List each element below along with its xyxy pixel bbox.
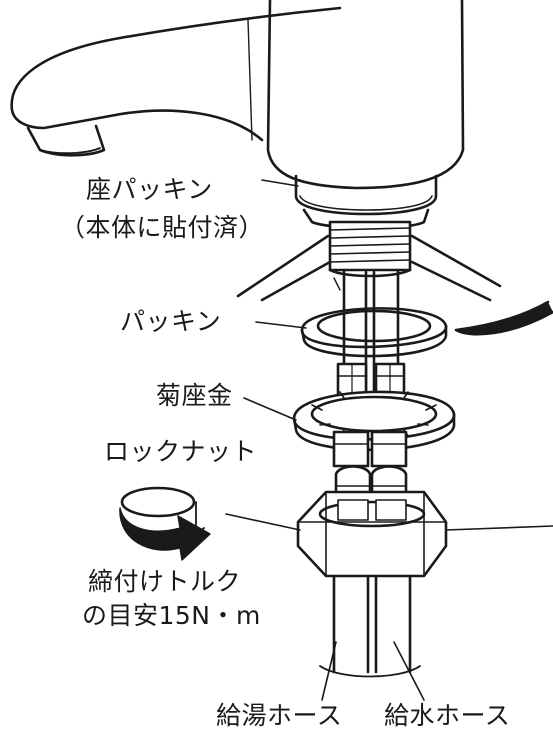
seat-packing-note-label: （本体に貼付済） (60, 213, 265, 242)
torque-label: 締付けトルク (88, 567, 242, 596)
torque-value-label: の目安15N・m (82, 601, 261, 630)
hot-water-hose-label: 給湯ホース (216, 701, 343, 730)
hoses (319, 574, 421, 678)
faucet-body (247, 0, 465, 190)
faucet-spout (10, 6, 342, 157)
leader-lines (225, 179, 553, 701)
packing-ring (300, 307, 448, 358)
lock-nut (296, 490, 448, 578)
lock-nut-label: ロックナット (104, 437, 258, 466)
chrysanthemum-washer-label: 菊座金 (156, 381, 233, 410)
clockwise-rotation-arrow-icon (119, 486, 211, 561)
packing-label: パッキン (120, 307, 222, 336)
cold-water-hose-label: 給水ホース (384, 701, 511, 730)
counter-surface (236, 234, 553, 336)
seat-packing-label: 座パッキン (86, 175, 213, 204)
threaded-shank (328, 220, 412, 278)
